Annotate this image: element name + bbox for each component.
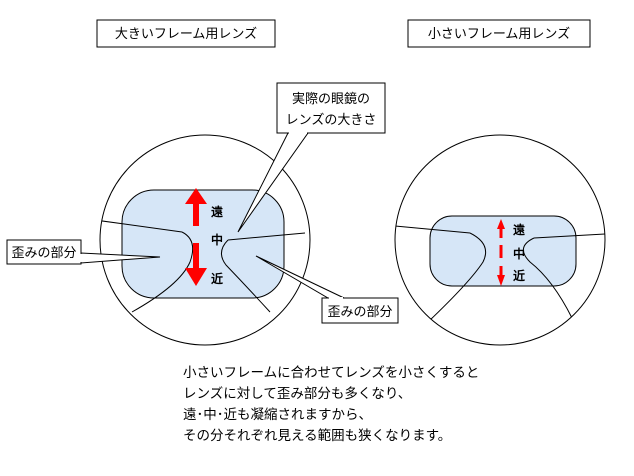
distortion-label-right: 歪みの部分 xyxy=(327,305,392,320)
right-title-box: 小さいフレーム用レンズ xyxy=(407,19,591,48)
right-zone-far: 遠 xyxy=(513,222,525,237)
caption-line-2: レンズに対して歪み部分も多くなり、 xyxy=(183,385,411,402)
caption-line-4: その分それぞれ見える範囲も狭くなります。 xyxy=(183,428,451,444)
left-near-arrow xyxy=(185,243,207,286)
right-mid-dash xyxy=(499,245,503,258)
left-distortion-lines xyxy=(100,219,306,313)
callout-line-2: レンズの大きさ xyxy=(286,112,377,128)
right-title: 小さいフレーム用レンズ xyxy=(428,26,570,42)
explanation-caption: 小さいフレームに合わせてレンズを小さくすると レンズに対して歪み部分も多くなり、… xyxy=(183,365,479,444)
distortion-callout-right: 歪みの部分 xyxy=(255,255,399,324)
left-zone-far: 遠 xyxy=(211,204,223,219)
left-lens-shape xyxy=(121,189,285,299)
right-zone-mid: 中 xyxy=(513,246,525,261)
lens-size-callout: 実際の眼鏡の レンズの大きさ xyxy=(237,82,386,233)
right-far-arrow xyxy=(497,219,505,238)
left-title-box: 大きいフレーム用レンズ xyxy=(96,19,276,48)
right-distortion-lines xyxy=(395,225,605,323)
caption-line-1: 小さいフレームに合わせてレンズを小さくすると xyxy=(183,365,479,381)
distortion-label-left: 歪みの部分 xyxy=(11,246,76,261)
right-lens-shape xyxy=(429,215,577,287)
left-zone-near: 近 xyxy=(211,271,223,286)
left-zone-mid: 中 xyxy=(211,232,223,247)
caption-line-3: 遠･中･近も凝縮されますから、 xyxy=(183,407,372,423)
left-title: 大きいフレーム用レンズ xyxy=(115,26,257,42)
left-far-arrow xyxy=(185,188,207,226)
distortion-callout-left: 歪みの部分 xyxy=(6,239,161,265)
right-zone-near: 近 xyxy=(513,268,525,283)
right-near-arrow xyxy=(497,266,505,286)
callout-line-1: 実際の眼鏡の xyxy=(292,91,370,107)
